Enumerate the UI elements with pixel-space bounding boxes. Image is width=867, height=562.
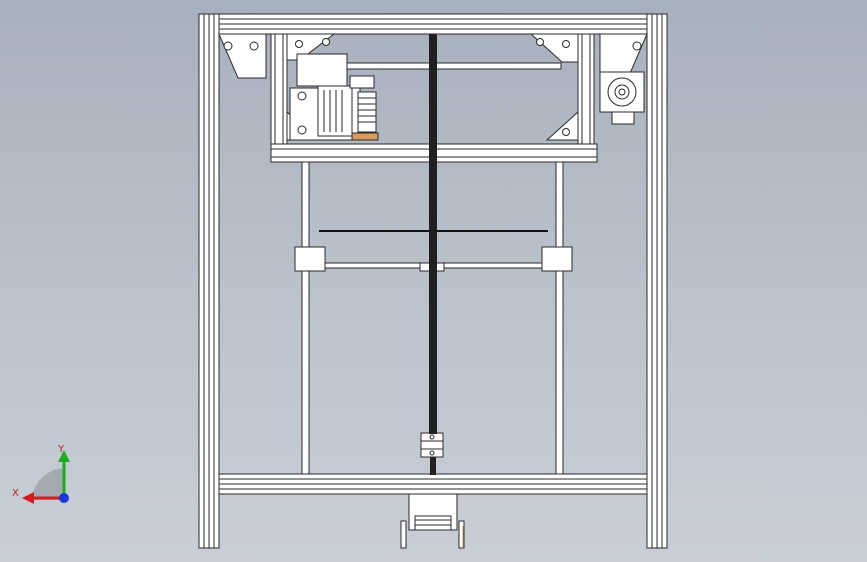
right-extrusion-profile[interactable] (646, 13, 668, 549)
lead-screw[interactable] (429, 34, 437, 475)
y-axis-arrowhead (58, 450, 70, 462)
z-stepper-motor[interactable] (400, 493, 465, 549)
inner-right-upright[interactable] (577, 33, 595, 145)
left-extrusion-profile[interactable] (198, 13, 220, 549)
top-right-pulley-motor[interactable] (599, 71, 645, 125)
inner-left-upright[interactable] (270, 33, 288, 145)
shaft-coupler[interactable] (420, 432, 444, 458)
left-smooth-rod[interactable] (301, 161, 310, 475)
extruder-motor-assembly[interactable] (289, 53, 379, 141)
corner-bracket-inner-bottom-right[interactable] (545, 110, 579, 141)
upper-guide-rod[interactable] (346, 62, 562, 70)
corner-bracket-top-right[interactable] (599, 33, 648, 79)
x-axis-label: X (12, 488, 19, 499)
corner-bracket-inner-top-right[interactable] (529, 33, 579, 63)
y-axis-label: Y (57, 444, 65, 455)
x-axis-arrowhead (22, 492, 34, 504)
coordinate-triad: Y X (12, 444, 70, 504)
corner-bracket-top-left[interactable] (218, 33, 267, 79)
z-axis-dot (59, 493, 69, 503)
bottom-extrusion-profile[interactable] (218, 473, 648, 495)
triad-quadrant (32, 468, 64, 500)
top-extrusion-profile[interactable] (218, 13, 648, 35)
right-smooth-rod[interactable] (555, 161, 564, 475)
